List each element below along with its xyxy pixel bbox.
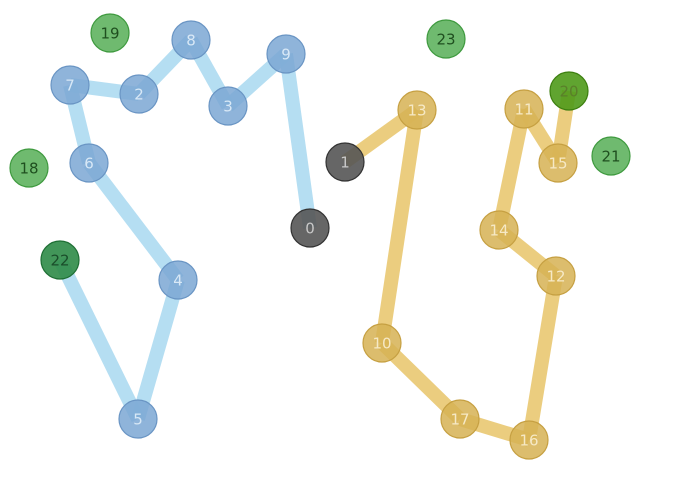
- node-circle-6[interactable]: [69, 143, 109, 183]
- node-label-20: 20: [559, 83, 578, 101]
- node-circle-13[interactable]: [397, 90, 437, 130]
- blue-route-segment-5-4: [131, 278, 185, 421]
- node-11[interactable]: 11: [504, 89, 544, 129]
- node-8[interactable]: 8: [171, 20, 211, 60]
- node-circle-0[interactable]: [290, 208, 330, 248]
- node-circle-12[interactable]: [536, 256, 576, 296]
- node-circle-9[interactable]: [266, 34, 306, 74]
- node-circle-1[interactable]: [325, 142, 365, 182]
- blue-route-segment-4-6: [83, 158, 184, 285]
- node-label-19: 19: [100, 25, 119, 43]
- node-label-23: 23: [436, 31, 455, 49]
- node-19[interactable]: 19: [90, 13, 130, 53]
- node-6[interactable]: 6: [69, 143, 109, 183]
- node-4[interactable]: 4: [158, 260, 198, 300]
- gold-route-segment-14-11: [492, 107, 531, 232]
- node-label-13: 13: [407, 102, 426, 120]
- node-3[interactable]: 3: [208, 86, 248, 126]
- node-circle-8[interactable]: [171, 20, 211, 60]
- node-label-21: 21: [601, 148, 620, 166]
- node-label-16: 16: [519, 432, 538, 450]
- node-label-10: 10: [372, 335, 391, 353]
- node-circle-7[interactable]: [50, 65, 90, 105]
- node-label-0: 0: [305, 220, 315, 238]
- node-circle-5[interactable]: [118, 399, 158, 439]
- node-label-22: 22: [50, 252, 69, 270]
- node-label-3: 3: [223, 98, 233, 116]
- blue-route-segment-22-5: [53, 256, 145, 423]
- node-circle-11[interactable]: [504, 89, 544, 129]
- node-circle-10[interactable]: [362, 323, 402, 363]
- node-circle-17[interactable]: [440, 399, 480, 439]
- node-label-11: 11: [514, 101, 533, 119]
- node-label-7: 7: [65, 77, 75, 95]
- node-2[interactable]: 2: [119, 74, 159, 114]
- node-circle-2[interactable]: [119, 74, 159, 114]
- node-23[interactable]: 23: [426, 19, 466, 59]
- node-label-5: 5: [133, 411, 143, 429]
- node-circle-15[interactable]: [538, 143, 578, 183]
- node-9[interactable]: 9: [266, 34, 306, 74]
- gold-route-segment-16-12: [522, 274, 563, 442]
- node-14[interactable]: 14: [479, 210, 519, 250]
- gold-route-segment-13-10: [375, 108, 424, 345]
- node-label-12: 12: [546, 268, 565, 286]
- node-circle-22[interactable]: [40, 240, 80, 280]
- node-circle-23[interactable]: [426, 19, 466, 59]
- node-0[interactable]: 0: [290, 208, 330, 248]
- node-label-14: 14: [489, 222, 508, 240]
- node-15[interactable]: 15: [538, 143, 578, 183]
- node-circle-19[interactable]: [90, 13, 130, 53]
- node-label-4: 4: [173, 272, 183, 290]
- node-circle-20[interactable]: [549, 71, 589, 111]
- node-16[interactable]: 16: [509, 420, 549, 460]
- node-21[interactable]: 21: [591, 136, 631, 176]
- node-circle-4[interactable]: [158, 260, 198, 300]
- node-label-18: 18: [19, 160, 38, 178]
- node-circle-3[interactable]: [208, 86, 248, 126]
- node-circle-21[interactable]: [591, 136, 631, 176]
- node-label-6: 6: [84, 155, 94, 173]
- node-20[interactable]: 20: [549, 71, 589, 111]
- blue-route-segment-9-0: [279, 53, 317, 229]
- node-22[interactable]: 22: [40, 240, 80, 280]
- node-10[interactable]: 10: [362, 323, 402, 363]
- node-label-1: 1: [340, 154, 350, 172]
- node-circle-14[interactable]: [479, 210, 519, 250]
- node-13[interactable]: 13: [397, 90, 437, 130]
- node-12[interactable]: 12: [536, 256, 576, 296]
- node-label-8: 8: [186, 32, 196, 50]
- node-label-17: 17: [450, 411, 469, 429]
- node-circle-18[interactable]: [9, 148, 49, 188]
- node-5[interactable]: 5: [118, 399, 158, 439]
- node-7[interactable]: 7: [50, 65, 90, 105]
- node-1[interactable]: 1: [325, 142, 365, 182]
- node-circle-16[interactable]: [509, 420, 549, 460]
- node-label-9: 9: [281, 46, 291, 64]
- node-18[interactable]: 18: [9, 148, 49, 188]
- node-17[interactable]: 17: [440, 399, 480, 439]
- node-label-15: 15: [548, 155, 567, 173]
- node-label-2: 2: [134, 86, 144, 104]
